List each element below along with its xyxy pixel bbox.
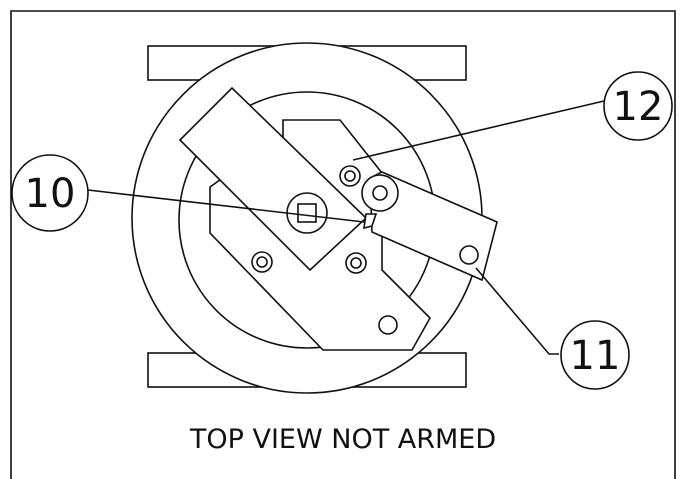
right-screw [345,252,367,274]
callout-12: 12 [603,71,673,141]
trigger-pivot-inner [372,185,388,201]
trigger-arm-hole [459,245,479,265]
upper-screw [339,165,361,187]
leader-10 [87,189,365,223]
leader-11 [475,267,559,355]
left-screw [251,251,273,273]
bottom-hole [378,315,398,335]
callout-10-label: 10 [25,171,76,217]
callout-11: 11 [560,320,630,390]
view-caption: TOP VIEW NOT ARMED [189,424,496,455]
latch-tooth [363,213,378,230]
callout-11-label: 11 [570,333,621,379]
center-hub-square [297,203,317,223]
callout-10: 10 [11,154,89,232]
leader-12 [352,100,605,161]
drawing-frame [10,10,676,479]
callout-12-label: 12 [613,84,664,130]
